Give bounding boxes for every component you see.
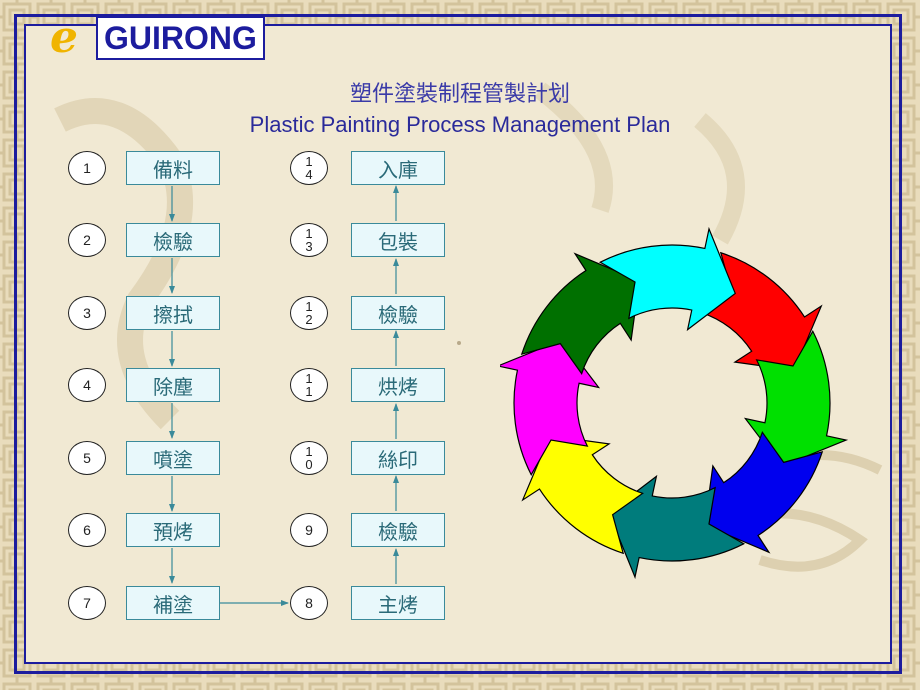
- step-box: 包裝: [351, 223, 445, 257]
- step-box: 絲印: [351, 441, 445, 475]
- cycle-arrow-segment: [743, 330, 849, 467]
- step-number: 11: [290, 368, 328, 402]
- page-title-english: Plastic Painting Process Management Plan: [249, 112, 671, 137]
- step-number: 5: [68, 441, 106, 475]
- page-title-chinese: 塑件塗裝制程管製計划: [349, 82, 570, 107]
- step-number: 10: [290, 441, 328, 475]
- step-box: 烘烤: [351, 368, 445, 402]
- step-number: 6: [68, 513, 106, 547]
- cycle-arrow-segment: [500, 339, 601, 476]
- cycle-arrow-segment: [608, 474, 745, 580]
- step-number: 7: [68, 586, 106, 620]
- step-number: 12: [290, 296, 328, 330]
- cycle-arrow-segment: [521, 435, 644, 555]
- step-box: 補塗: [126, 586, 220, 620]
- step-box: 檢驗: [351, 513, 445, 547]
- step-box: 檢驗: [351, 296, 445, 330]
- cycle-arrows-graphic: [500, 226, 849, 580]
- step-number: 9: [290, 513, 328, 547]
- cycle-arrow-segment: [700, 251, 823, 371]
- logo-e-letter: e: [50, 12, 78, 63]
- step-box: 備料: [126, 151, 220, 185]
- step-box: 檢驗: [126, 223, 220, 257]
- step-number: 3: [68, 296, 106, 330]
- step-number: 8: [290, 586, 328, 620]
- logo-brand-text: GUIRONG: [96, 16, 265, 60]
- step-number: 2: [68, 223, 106, 257]
- step-box: 除塵: [126, 368, 220, 402]
- cycle-arrow-segment: [599, 226, 736, 332]
- step-box: 噴塗: [126, 441, 220, 475]
- step-box: 擦拭: [126, 296, 220, 330]
- step-number: 14: [290, 151, 328, 185]
- outer-frame: [14, 14, 902, 674]
- step-box: 預烤: [126, 513, 220, 547]
- cycle-arrow-segment: [520, 252, 640, 375]
- step-number: 4: [68, 368, 106, 402]
- step-box: 主烤: [351, 586, 445, 620]
- step-number: 13: [290, 223, 328, 257]
- step-number: 1: [68, 151, 106, 185]
- cycle-arrow-segment: [704, 431, 824, 554]
- inner-frame: [24, 24, 892, 664]
- step-box: 入庫: [351, 151, 445, 185]
